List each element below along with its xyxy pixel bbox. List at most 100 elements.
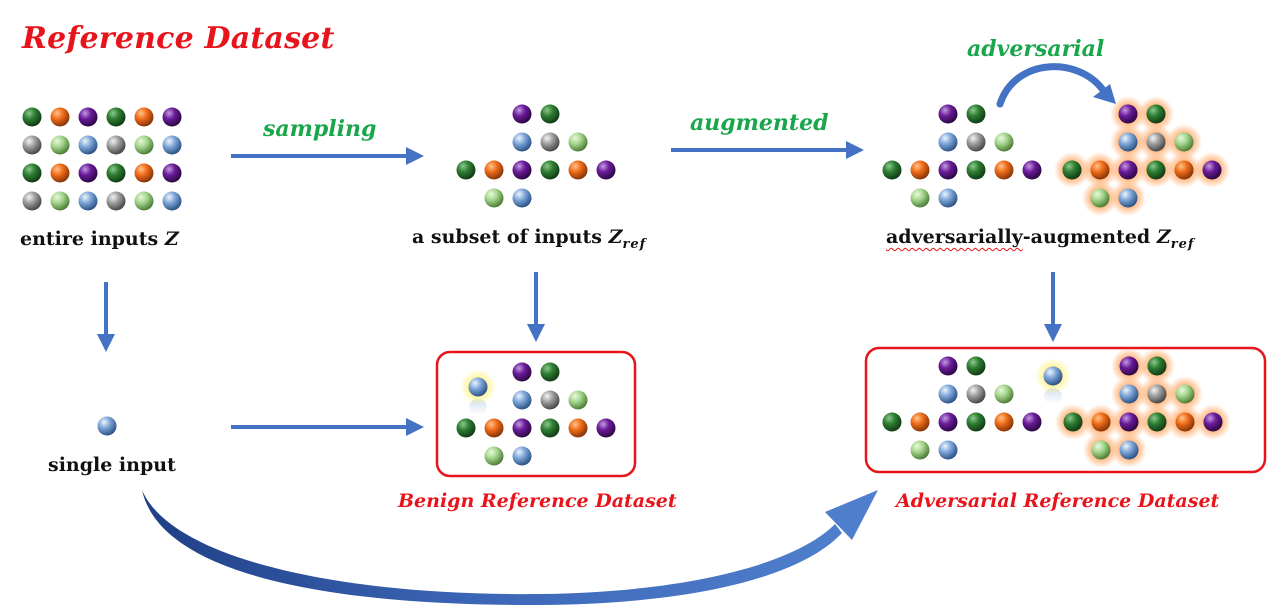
- ball-gray: [966, 384, 986, 404]
- ball-green: [966, 104, 986, 124]
- ball-blue: [938, 440, 958, 460]
- arrow-single-to-adversarial-curve: [142, 490, 878, 606]
- ball-orange: [1090, 160, 1110, 180]
- ball-green: [1147, 412, 1167, 432]
- arrow-single-right: [231, 418, 424, 436]
- sampling-label: sampling: [263, 116, 377, 142]
- ball-green: [22, 107, 42, 127]
- ball-green: [1062, 160, 1082, 180]
- ball-gray: [540, 390, 560, 410]
- ball-orange: [134, 107, 154, 127]
- ball-blue: [78, 135, 98, 155]
- ball-green: [22, 163, 42, 183]
- ball-blue: [78, 191, 98, 211]
- ball-blue: [938, 188, 958, 208]
- ball-gray: [22, 191, 42, 211]
- arrow-adversarial-curve: [996, 63, 1116, 108]
- ball-orange: [910, 160, 930, 180]
- ball-green: [1146, 160, 1166, 180]
- ball-purple: [1203, 412, 1223, 432]
- ball-orange: [1091, 412, 1111, 432]
- ball-gray: [966, 132, 986, 152]
- arrow-sampling: [231, 147, 424, 165]
- ball-purple: [1118, 104, 1138, 124]
- ball-orange: [50, 163, 70, 183]
- ball-green: [966, 160, 986, 180]
- adv-augmented-subscript: ref: [1170, 237, 1195, 252]
- single-input-label: single input: [48, 454, 176, 476]
- ball-purple: [512, 362, 532, 382]
- ball-blue: [512, 446, 532, 466]
- ball-green: [106, 163, 126, 183]
- ball-blue: [1118, 132, 1138, 152]
- benign-dataset-box: [435, 350, 637, 478]
- ball-blue: [468, 377, 488, 397]
- ball-light-green: [1090, 188, 1110, 208]
- ball-light-green: [568, 132, 588, 152]
- ball-gray: [1146, 132, 1166, 152]
- subset-text: a subset of inputs: [412, 226, 602, 248]
- ball-green: [1147, 356, 1167, 376]
- ball-orange: [484, 160, 504, 180]
- ball-orange: [568, 418, 588, 438]
- ball-purple: [1202, 160, 1222, 180]
- ball-light-green: [910, 440, 930, 460]
- ball-green: [1063, 412, 1083, 432]
- diagram-title: Reference Dataset: [22, 21, 335, 56]
- ball-blue: [512, 132, 532, 152]
- adv-augmented-label: adversarially-augmented Zref: [886, 226, 1194, 252]
- ball-light-green: [484, 446, 504, 466]
- ball-green: [966, 356, 986, 376]
- adv-augmented-word: adversarially: [886, 226, 1023, 248]
- ball-purple: [938, 160, 958, 180]
- ball-light-green: [568, 390, 588, 410]
- ball-purple: [512, 104, 532, 124]
- adversarial-dataset-label: Adversarial Reference Dataset: [896, 490, 1220, 512]
- adversarial-dataset-adv-balls: [1054, 347, 1232, 469]
- ball-purple: [1022, 412, 1042, 432]
- ball-blue: [162, 191, 182, 211]
- ball-orange: [134, 163, 154, 183]
- ball-gray: [22, 135, 42, 155]
- ball-purple: [78, 107, 98, 127]
- ball-purple: [1118, 160, 1138, 180]
- ball-purple: [1119, 356, 1139, 376]
- ball-light-green: [484, 188, 504, 208]
- ball-blue: [938, 384, 958, 404]
- ball-light-green: [994, 384, 1014, 404]
- ball-purple: [938, 104, 958, 124]
- ball-green: [540, 418, 560, 438]
- ball-light-green: [1091, 440, 1111, 460]
- ball-blue: [1119, 440, 1139, 460]
- entire-inputs-var: Z: [164, 228, 179, 250]
- ball-blue: [97, 416, 117, 436]
- arrow-subset-down: [527, 272, 545, 342]
- arrow-augmented: [671, 141, 864, 159]
- ball-blue: [162, 135, 182, 155]
- ball-orange: [1174, 160, 1194, 180]
- ball-green: [106, 107, 126, 127]
- ball-purple: [78, 163, 98, 183]
- ball-green: [456, 160, 476, 180]
- ball-green: [540, 160, 560, 180]
- adversarial-label: adversarial: [967, 36, 1105, 62]
- ball-purple: [938, 356, 958, 376]
- augmented-adversarial-balls: [1053, 95, 1231, 217]
- entire-inputs-label: entire inputs Z: [20, 230, 179, 249]
- ball-purple: [162, 107, 182, 127]
- ball-blue: [1118, 188, 1138, 208]
- adv-augmented-var: Z: [1156, 226, 1171, 248]
- ball-orange: [910, 412, 930, 432]
- subset-subscript: ref: [622, 237, 647, 252]
- ball-gray: [106, 191, 126, 211]
- subset-label: a subset of inputs Zref: [412, 226, 646, 252]
- benign-dataset-label: Benign Reference Dataset: [398, 490, 677, 512]
- ball-orange: [568, 160, 588, 180]
- arrow-adv-down: [1044, 272, 1062, 342]
- adversarial-dataset-box: [864, 346, 1267, 474]
- ball-gray: [1147, 384, 1167, 404]
- ball-purple: [512, 418, 532, 438]
- benign-dataset-balls: [456, 362, 616, 466]
